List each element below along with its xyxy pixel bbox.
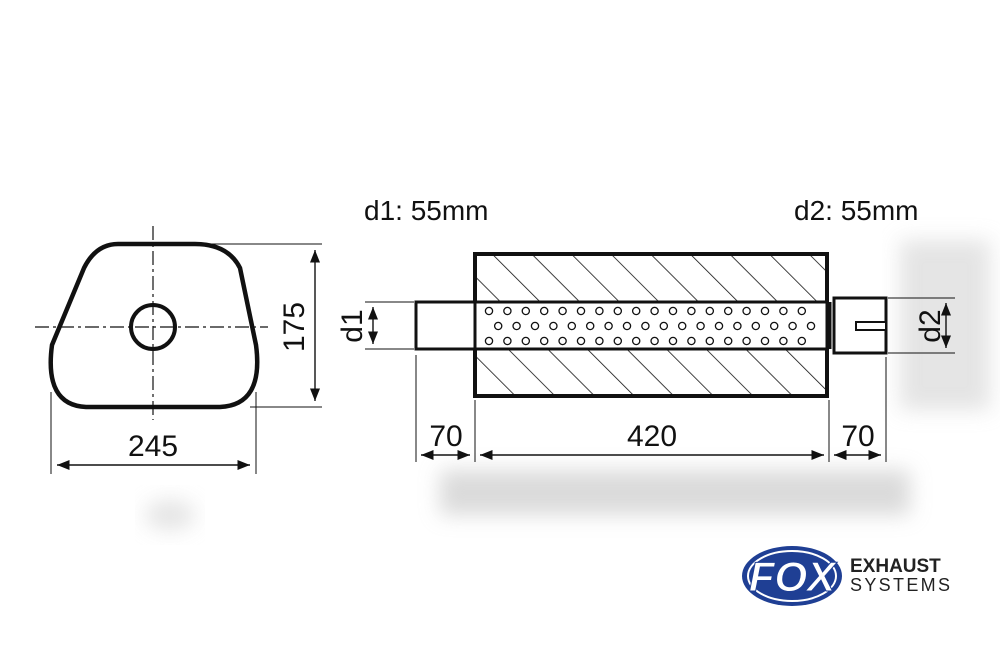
perforation-hole xyxy=(604,321,613,331)
perforation-hole xyxy=(705,306,715,316)
outlet-slot xyxy=(855,321,887,331)
perforation-hole xyxy=(521,306,531,316)
perforation-hole xyxy=(585,321,595,331)
perforation-hole xyxy=(567,321,577,331)
perforation-hole xyxy=(714,321,724,331)
side-view: d1: 55mm d2: 55mm d1 d2 70 420 70 xyxy=(336,195,955,462)
perforation-hole xyxy=(503,336,512,346)
perforation-hole xyxy=(733,321,742,331)
cross-section-view: 175 245 xyxy=(35,226,322,474)
perforation-hole xyxy=(595,306,604,316)
cross-section-outline xyxy=(48,241,260,410)
perforation-hole xyxy=(677,321,687,331)
perforation-hole xyxy=(723,336,733,346)
perforation-hole xyxy=(595,336,604,346)
perforation-hole xyxy=(659,321,669,331)
perforation-hole xyxy=(558,306,567,316)
perforation-hole xyxy=(484,336,494,346)
perforation-hole xyxy=(806,321,816,331)
perforation-hole xyxy=(797,306,807,316)
outlet-length-label: 70 xyxy=(841,420,874,453)
perforation-hole xyxy=(631,306,641,316)
perforation-hole xyxy=(668,336,678,346)
logo-mark: FOX xyxy=(749,553,838,600)
perforation-hole xyxy=(696,321,705,331)
body-length-label: 420 xyxy=(627,420,677,453)
perforation-hole xyxy=(797,336,807,346)
perforation-hole xyxy=(622,321,632,331)
perforation-hole xyxy=(613,336,623,346)
logo-line1: EXHAUST xyxy=(850,556,941,577)
perforation-hole xyxy=(613,306,623,316)
perforation-hole xyxy=(742,306,751,316)
logo-oval-inner xyxy=(747,550,837,602)
perforation-hole xyxy=(539,336,549,346)
perforation-hole xyxy=(512,321,521,331)
perforation-hole xyxy=(779,306,788,316)
d1-axis-label: d1 xyxy=(336,309,369,342)
perforation-holes xyxy=(484,306,816,346)
perforation-hole xyxy=(723,306,733,316)
perforation-hole xyxy=(530,321,540,331)
perforation-hole xyxy=(760,306,770,316)
perforation-hole xyxy=(751,321,761,331)
perforation-hole xyxy=(668,306,678,316)
perforation-hole xyxy=(650,306,659,316)
perforation-hole xyxy=(631,336,641,346)
perforation-hole xyxy=(576,306,586,316)
d2-spec-label: d2: 55mm xyxy=(794,195,919,226)
perforation-hole xyxy=(788,321,797,331)
perforation-hole xyxy=(576,336,586,346)
perforation-hole xyxy=(687,336,696,346)
perforation-hole xyxy=(503,306,512,316)
perforation-hole xyxy=(521,336,531,346)
d2-axis-label: d2 xyxy=(914,309,947,342)
perforation-hole xyxy=(549,321,558,331)
perforation-hole xyxy=(493,321,503,331)
perforation-hole xyxy=(484,306,494,316)
perforation-hole xyxy=(705,336,715,346)
perforation-hole xyxy=(742,336,751,346)
perforation-hole xyxy=(769,321,779,331)
height-dimension-label: 175 xyxy=(278,302,311,352)
logo-oval xyxy=(742,546,842,606)
perforation-hole xyxy=(641,321,650,331)
fox-logo: FOX EXHAUST SYSTEMS xyxy=(742,546,950,606)
inlet-pipe xyxy=(414,300,477,351)
perforation-hole xyxy=(687,306,696,316)
perforation-hole xyxy=(650,336,659,346)
perforation-hole xyxy=(760,336,770,346)
logo-line2: SYSTEMS xyxy=(850,575,950,595)
width-dimension-label: 245 xyxy=(128,430,178,463)
perforation-hole xyxy=(558,336,567,346)
inlet-length-label: 70 xyxy=(429,420,462,453)
perforation-hole xyxy=(539,306,549,316)
d1-spec-label: d1: 55mm xyxy=(364,195,489,226)
perforation-hole xyxy=(779,336,788,346)
